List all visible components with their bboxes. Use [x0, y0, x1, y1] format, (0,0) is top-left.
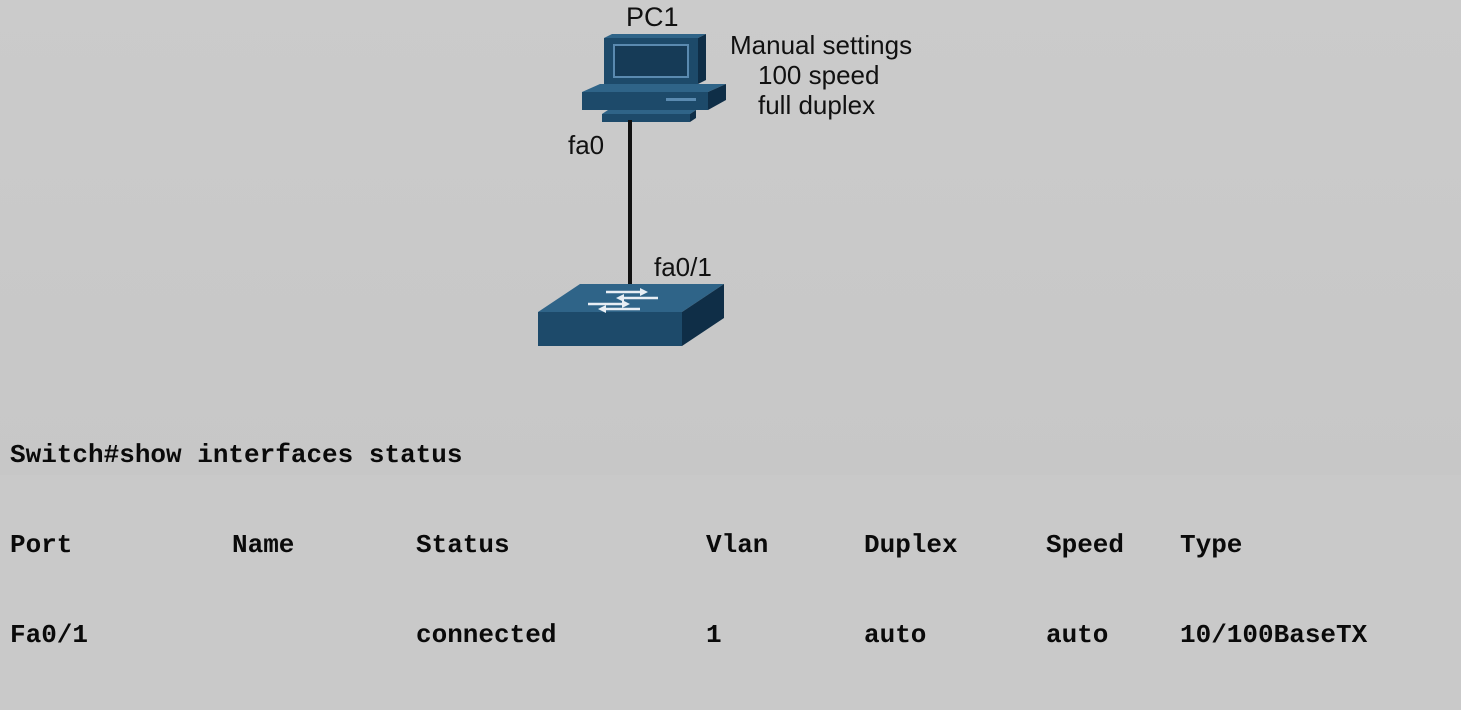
settings-line: Manual settings: [730, 30, 913, 60]
pc-settings-note: Manual settings 100 speed full duplex: [730, 30, 912, 120]
settings-line: 100 speed: [758, 60, 880, 90]
settings-line: full duplex: [758, 90, 876, 120]
cell-type: 10/100BaseTX: [1180, 620, 1368, 650]
ethernet-link: [628, 120, 632, 288]
pc-icon[interactable]: [580, 34, 728, 131]
cli-output: Switch#show interfaces status Port Name …: [10, 380, 1367, 710]
header-status: Status: [416, 530, 510, 560]
cell-status: connected: [416, 620, 557, 650]
header-type: Type: [1180, 530, 1243, 560]
diagram-canvas: PC1 Manual settings 100 speed: [0, 0, 1461, 650]
cell-vlan: 1: [706, 620, 722, 650]
switch-icon[interactable]: [536, 282, 728, 353]
header-name: Name: [232, 530, 295, 560]
pc-interface-label: fa0: [568, 130, 605, 160]
command-text: Switch#show interfaces status: [10, 440, 463, 470]
cli-header-row: Port Name Status Vlan Duplex Speed Type: [10, 530, 1242, 560]
switch-interface-label: fa0/1: [654, 252, 712, 282]
header-speed: Speed: [1046, 530, 1125, 560]
pc-label: PC1: [626, 2, 679, 32]
cli-data-row: Fa0/1 connected 1 auto auto 10/100BaseTX: [10, 620, 1367, 650]
header-vlan: Vlan: [706, 530, 769, 560]
cell-speed: auto: [1046, 620, 1109, 650]
header-port: Port: [10, 530, 73, 560]
cli-command: Switch#show interfaces status: [10, 440, 462, 470]
header-duplex: Duplex: [864, 530, 958, 560]
cell-duplex: auto: [864, 620, 927, 650]
cell-port: Fa0/1: [10, 620, 89, 650]
